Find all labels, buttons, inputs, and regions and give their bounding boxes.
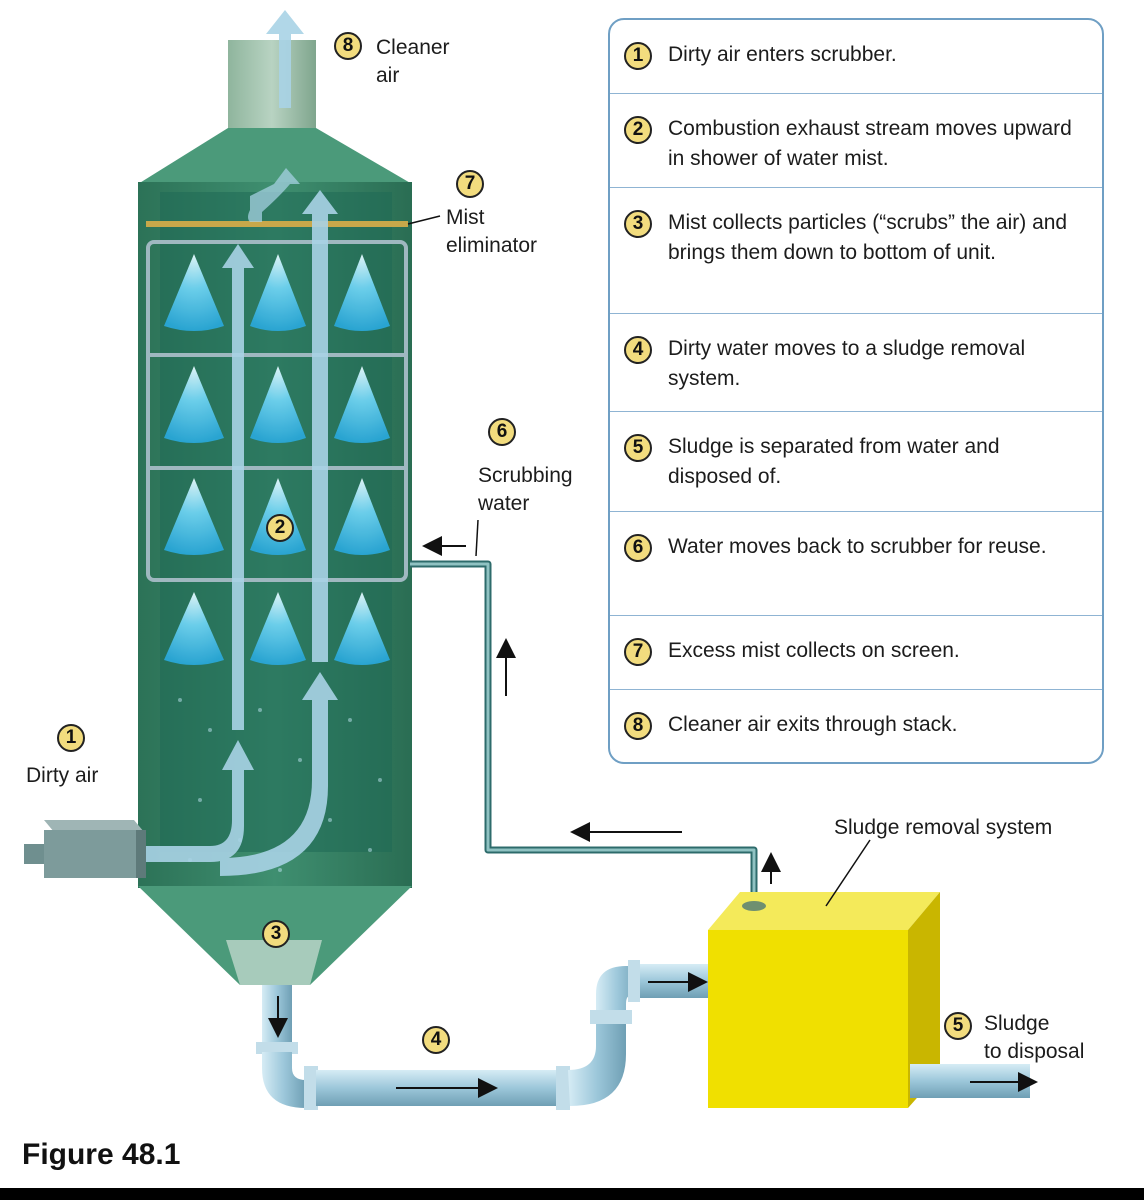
legend-item-8: 8 Cleaner air exits through stack. xyxy=(610,690,1102,762)
legend-text-6: Water moves back to scrubber for reuse. xyxy=(668,535,1047,558)
legend-item-1: 1 Dirty air enters scrubber. xyxy=(610,20,1102,94)
tower-top xyxy=(138,128,412,184)
marker-7: 7 xyxy=(456,170,484,198)
marker-1: 1 xyxy=(57,724,85,752)
legend-panel: 1 Dirty air enters scrubber. 2 Combustio… xyxy=(608,18,1104,764)
legend-number-5: 5 xyxy=(624,434,652,462)
legend-number-3: 3 xyxy=(624,210,652,238)
legend-text-5: Sludge is separated from water and dispo… xyxy=(668,435,1000,488)
legend-number-1: 1 xyxy=(624,42,652,70)
spray-grid xyxy=(146,240,408,582)
legend-item-7: 7 Excess mist collects on screen. xyxy=(610,616,1102,690)
figure-caption: Figure 48.1 xyxy=(22,1138,181,1171)
legend-text-2: Combustion exhaust stream moves upward i… xyxy=(668,117,1072,170)
sludge-to-disposal-label: Sludge to disposal xyxy=(984,1012,1085,1063)
marker-3: 3 xyxy=(262,920,290,948)
marker-6: 6 xyxy=(488,418,516,446)
air-flow-arrows xyxy=(140,10,338,876)
marker-5: 5 xyxy=(944,1012,972,1040)
leader-lines xyxy=(407,215,871,907)
legend-number-6: 6 xyxy=(624,534,652,562)
legend-item-6: 6 Water moves back to scrubber for reuse… xyxy=(610,512,1102,616)
hopper-basin xyxy=(226,940,322,985)
exhaust-stack xyxy=(228,40,316,130)
dirty-air-inlet xyxy=(24,820,146,878)
legend-number-4: 4 xyxy=(624,336,652,364)
legend-number-2: 2 xyxy=(624,116,652,144)
bottom-border xyxy=(0,1188,1144,1200)
legend-text-1: Dirty air enters scrubber. xyxy=(668,43,897,66)
water-sprays xyxy=(164,254,390,665)
legend-number-7: 7 xyxy=(624,638,652,666)
mist-eliminator-label: Mist eliminator xyxy=(446,206,538,257)
marker-4: 4 xyxy=(422,1026,450,1054)
legend-item-2: 2 Combustion exhaust stream moves upward… xyxy=(610,94,1102,188)
sludge-pipe xyxy=(256,960,710,1110)
marker-2: 2 xyxy=(266,514,294,542)
legend-item-4: 4 Dirty water moves to a sludge removal … xyxy=(610,314,1102,412)
flow-direction-arrows xyxy=(268,536,1038,1098)
legend-number-8: 8 xyxy=(624,712,652,740)
marker-8: 8 xyxy=(334,32,362,60)
legend-text-7: Excess mist collects on screen. xyxy=(668,639,960,662)
cleaner-air-label: Cleaner air xyxy=(376,36,450,87)
sludge-removal-box xyxy=(708,892,940,1108)
legend-item-3: 3 Mist collects particles (“scrubs” the … xyxy=(610,188,1102,314)
legend-text-3: Mist collects particles (“scrubs” the ai… xyxy=(668,211,1068,264)
sludge-removal-system-label: Sludge removal system xyxy=(834,816,1053,839)
mist-eliminator-screen xyxy=(146,221,408,227)
legend-item-5: 5 Sludge is separated from water and dis… xyxy=(610,412,1102,512)
legend-text-4: Dirty water moves to a sludge removal sy… xyxy=(668,337,1026,390)
scrubbing-water-label: Scrubbing water xyxy=(478,464,573,515)
legend-text-8: Cleaner air exits through stack. xyxy=(668,713,958,736)
dirty-air-label: Dirty air xyxy=(26,764,99,787)
